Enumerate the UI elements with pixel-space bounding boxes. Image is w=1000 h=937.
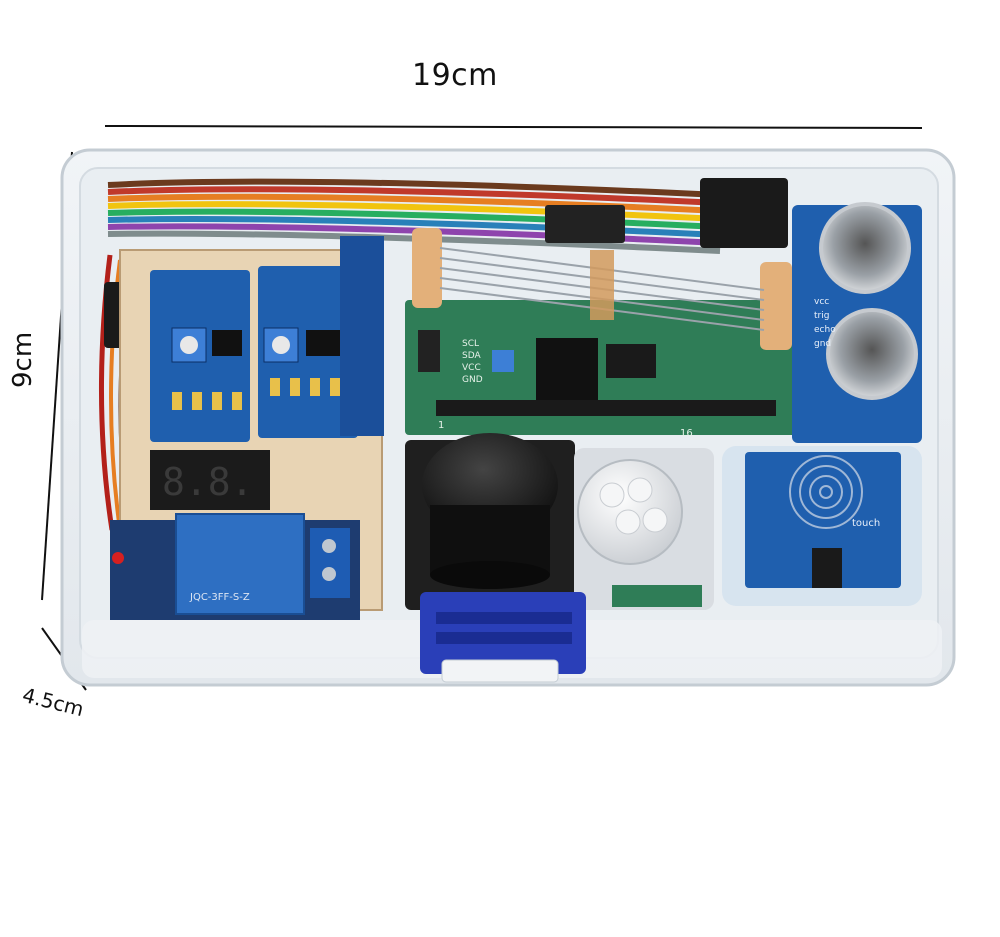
lcd-pin-vcc: VCC [462, 363, 481, 373]
pir-motion-sensor [574, 448, 714, 610]
lcd-pin-last: 16 [680, 428, 693, 439]
sonar-pin-trig: trig [814, 311, 829, 321]
segment-digits: 8.8. [162, 460, 254, 504]
lcd-i2c-adapter: SCL SDA VCC GND 1 16 [405, 300, 800, 439]
lcd-pin-scl: SCL [462, 339, 479, 349]
sonar-pin-vcc: vcc [814, 297, 829, 307]
width-dimension-label: 19cm [412, 58, 498, 93]
touch-label: touch [852, 518, 880, 529]
touch-sensor-module: touch [722, 446, 922, 606]
sensor-module-left [150, 270, 250, 442]
sonar-pin-echo: echo [814, 325, 836, 335]
width-dimension-line [104, 125, 923, 129]
resistor-bundle [412, 228, 792, 350]
relay-module: JQC-3FF-S-Z [110, 513, 360, 620]
lcd-pin-gnd: GND [462, 375, 483, 385]
relay-label: JQC-3FF-S-Z [189, 592, 250, 603]
sonar-pin-gnd: gnd [814, 339, 831, 349]
lcd-pin-first: 1 [438, 420, 444, 431]
lcd-pin-sda: SDA [462, 351, 481, 361]
ultrasonic-sensor: vcc trig echo gnd [792, 202, 922, 443]
joystick-module [405, 433, 575, 610]
led-matrix [340, 236, 384, 436]
sensor-module-right [258, 266, 358, 438]
case-latch-clip [420, 592, 586, 683]
seven-segment-display: 8.8. [150, 450, 270, 510]
